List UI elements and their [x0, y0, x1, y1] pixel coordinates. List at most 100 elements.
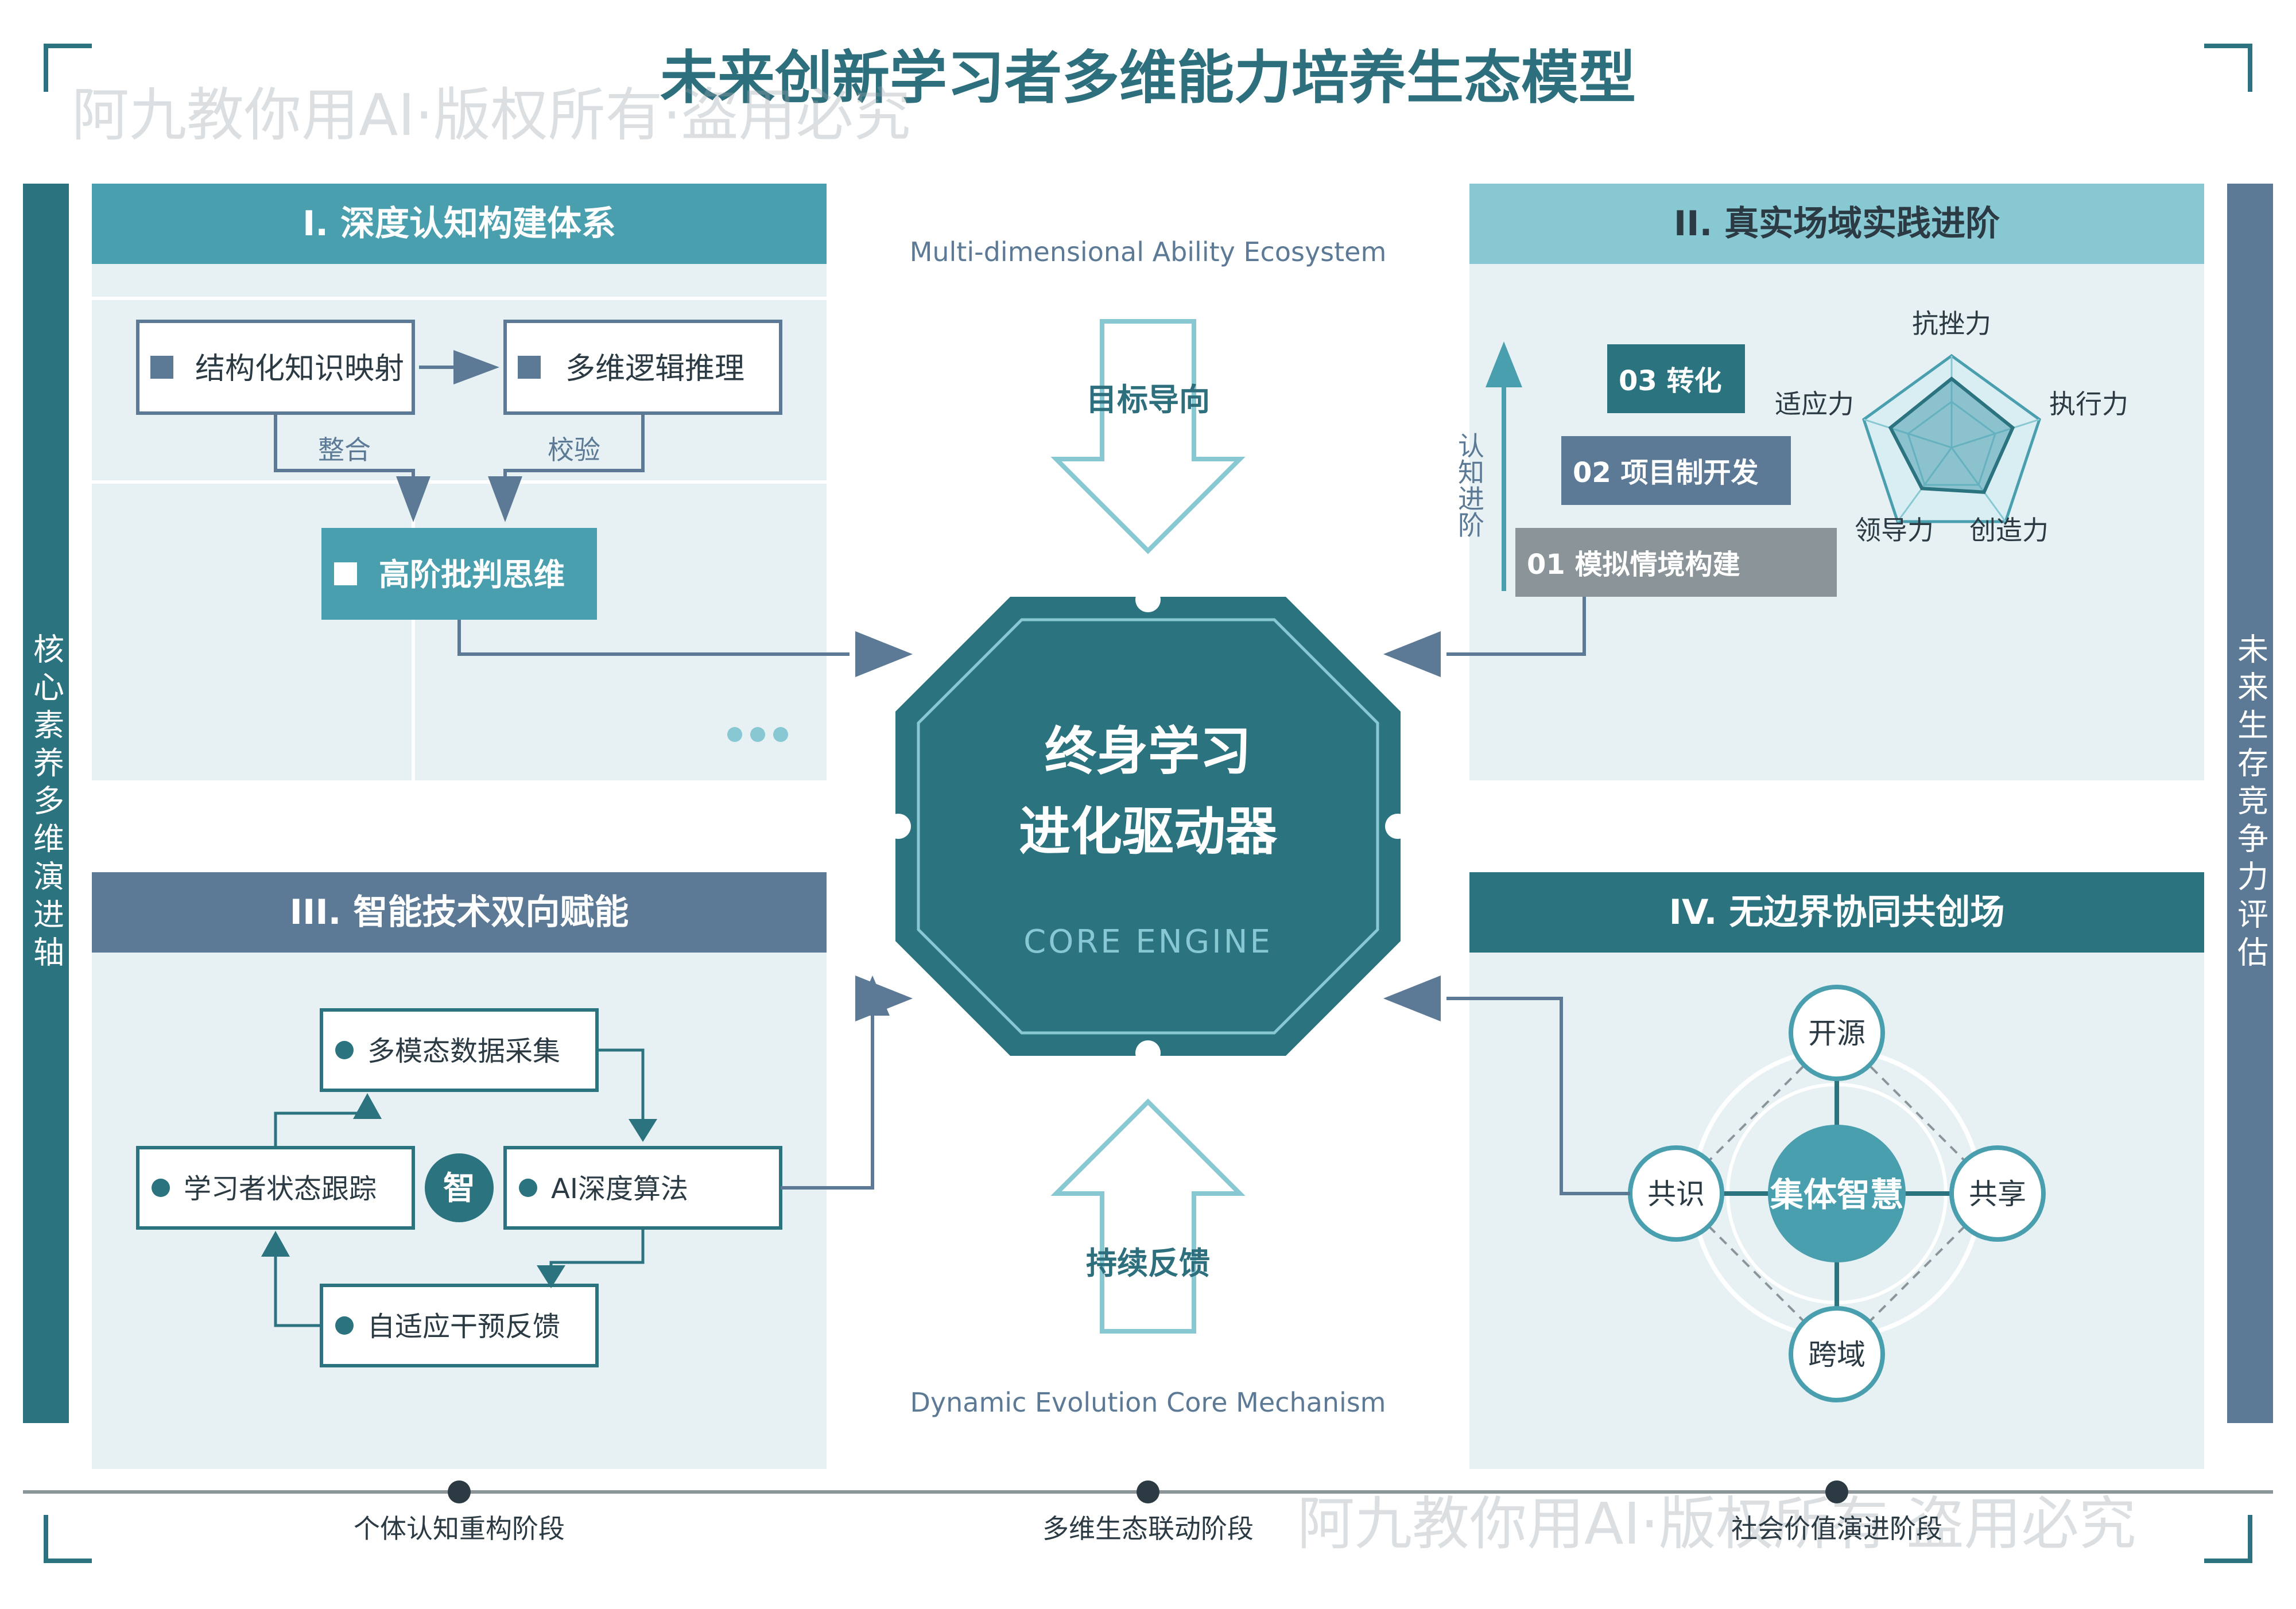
data-collection-box [320, 1008, 599, 1092]
panel-co-creation: IV. 无边界协同共创场 集体智慧 开源 共享 跨域 共识 [1383, 872, 2204, 1469]
radar-label-creativity: 创造力 [1969, 515, 2049, 546]
ai-algorithm-box [503, 1146, 782, 1230]
arrow-head-icon [1383, 975, 1441, 1021]
page-title: 未来创新学习者多维能力培养生态模型 [660, 44, 1636, 111]
timeline-dot [1825, 1480, 1848, 1503]
ability-radar-chart: 抗挫力 执行力 创造力 领导力 适应力 [1775, 308, 2128, 546]
radar-label-leadership: 领导力 [1855, 515, 1934, 546]
data-collection-label: 多模态数据采集 [367, 1035, 560, 1067]
panel3-header [92, 872, 827, 953]
side-label-right: 未来生存竞争力评估 [2232, 633, 2268, 974]
verify-label: 校验 [548, 434, 600, 465]
watermark-bottom: 阿九教你用AI·版权所有·盗用必究 [1297, 1490, 2136, 1557]
cycle-connector-1 [597, 1048, 645, 1125]
side-bar-right [2227, 184, 2273, 1423]
knowledge-mapping-label: 结构化知识映射 [195, 352, 404, 386]
panel2-to-core-connector [1446, 597, 1586, 656]
arrow-head-icon [855, 631, 913, 677]
node-cross-domain [1789, 1306, 1885, 1402]
cycle-connector-3 [274, 1251, 321, 1327]
arrow-head-icon [488, 476, 522, 522]
core-notch-dots [886, 587, 1410, 1066]
logic-reasoning-label: 多维逻辑推理 [565, 352, 744, 386]
panel1-header [92, 184, 827, 264]
dot-bullet-icon [335, 1316, 354, 1335]
critical-thinking-box [321, 528, 597, 620]
node-open-source-label: 开源 [1808, 1017, 1865, 1050]
intelligence-badge [425, 1153, 494, 1222]
arrow-head-icon [629, 1119, 657, 1142]
square-bullet-icon [150, 356, 173, 379]
panel2-title: II. 真实场域实践进阶 [1674, 204, 2000, 244]
step-project-label: 02 项目制开发 [1573, 457, 1759, 489]
arrow-head-icon [855, 975, 913, 1021]
dot-bullet-icon [152, 1179, 170, 1197]
ecosystem-caption: Multi-dimensional Ability Ecosystem [910, 236, 1387, 267]
dot-bullet-icon [519, 1179, 537, 1197]
panel3-title: III. 智能技术双向赋能 [290, 892, 629, 932]
timeline-dot [1137, 1480, 1159, 1503]
core-engine-inner-outline [917, 618, 1379, 1035]
side-label-left: 核心素养多维演进轴 [28, 633, 64, 974]
arrow-head-icon [261, 1231, 290, 1257]
side-bar-left [23, 184, 69, 1423]
feedback-arrow-label: 持续反馈 [1086, 1245, 1210, 1281]
arrow-head-icon [453, 350, 499, 384]
feedback-arrow-up [1050, 1098, 1246, 1334]
core-title-line2: 进化驱动器 [1019, 802, 1278, 862]
square-bullet-icon [518, 356, 541, 379]
core-subtitle: CORE ENGINE [1023, 923, 1273, 961]
collective-wisdom-label: 集体智慧 [1770, 1175, 1903, 1214]
integrate-label: 整合 [318, 434, 371, 465]
state-tracking-box [136, 1146, 415, 1230]
arrow-head-icon [537, 1265, 565, 1288]
panel4-to-core-connector [1446, 997, 1630, 1195]
panel-deep-cognition: I. 深度认知构建体系 结构化知识映射 多维逻辑推理 整合 校验 高阶批判思维 [92, 184, 913, 780]
progression-axis-label: 认知进阶 [1454, 432, 1485, 538]
timeline-stage-1: 个体认知重构阶段 [354, 1513, 565, 1544]
arrow-head-icon [353, 1093, 382, 1119]
step-simulation [1515, 528, 1837, 597]
panel1-title: I. 深度认知构建体系 [302, 204, 616, 244]
watermark-top: 阿九教你用AI·版权所有·盗用必究 [72, 81, 910, 149]
panel1-to-core-connector [457, 620, 850, 656]
node-open-source [1789, 985, 1885, 1081]
panel2-header [1469, 184, 2204, 264]
node-cross-domain-label: 跨域 [1808, 1338, 1865, 1371]
step-simulation-label: 01 模拟情境构建 [1527, 549, 1740, 581]
corner-brackets [44, 44, 2252, 1563]
critical-thinking-label: 高阶批判思维 [379, 557, 565, 593]
core-engine-octagon [895, 597, 1401, 1056]
node-share [1949, 1145, 2046, 1242]
node-share-label: 共享 [1969, 1177, 2026, 1211]
square-bullet-icon [334, 562, 357, 585]
core-title-line1: 终身学习 [1045, 721, 1251, 782]
ai-algorithm-label: AI深度算法 [551, 1173, 688, 1205]
arrow-head-icon [1383, 631, 1441, 677]
radar-label-execution: 执行力 [2049, 388, 2128, 419]
timeline-stage-3: 社会价值演进阶段 [1731, 1513, 1942, 1544]
arrow-head-icon [396, 476, 430, 522]
radar-label-resilience: 抗挫力 [1912, 308, 1991, 339]
panel3-to-core-connector [781, 1010, 874, 1190]
arrow-up-icon [1486, 341, 1522, 387]
step-project [1561, 436, 1791, 505]
panel4-title: IV. 无边界协同共创场 [1669, 892, 2005, 932]
intelligence-badge-label: 智 [443, 1170, 475, 1207]
panel-real-practice: II. 真实场域实践进阶 认知进阶 03 转化 02 项目制开发 01 模拟情境… [1383, 184, 2204, 780]
center-column: Multi-dimensional Ability Ecosystem 目标导向… [886, 236, 1410, 1418]
stage-timeline: 个体认知重构阶段 多维生态联动阶段 社会价值演进阶段 [23, 1480, 2273, 1544]
panel4-header [1469, 872, 2204, 953]
state-tracking-label: 学习者状态跟踪 [184, 1173, 377, 1205]
radar-label-adaptability: 适应力 [1775, 388, 1854, 419]
goal-arrow-down [1050, 319, 1246, 554]
panel-tech-empowerment: III. 智能技术双向赋能 多模态数据采集 AI深度算法 自适应干预反馈 学习者… [92, 872, 913, 1469]
node-consensus-label: 共识 [1647, 1177, 1705, 1211]
step-transform-label: 03 转化 [1619, 365, 1722, 397]
step-transform [1607, 344, 1745, 413]
timeline-dot [448, 1480, 471, 1503]
mechanism-caption: Dynamic Evolution Core Mechanism [910, 1387, 1386, 1418]
goal-arrow-label: 目标导向 [1086, 382, 1210, 418]
